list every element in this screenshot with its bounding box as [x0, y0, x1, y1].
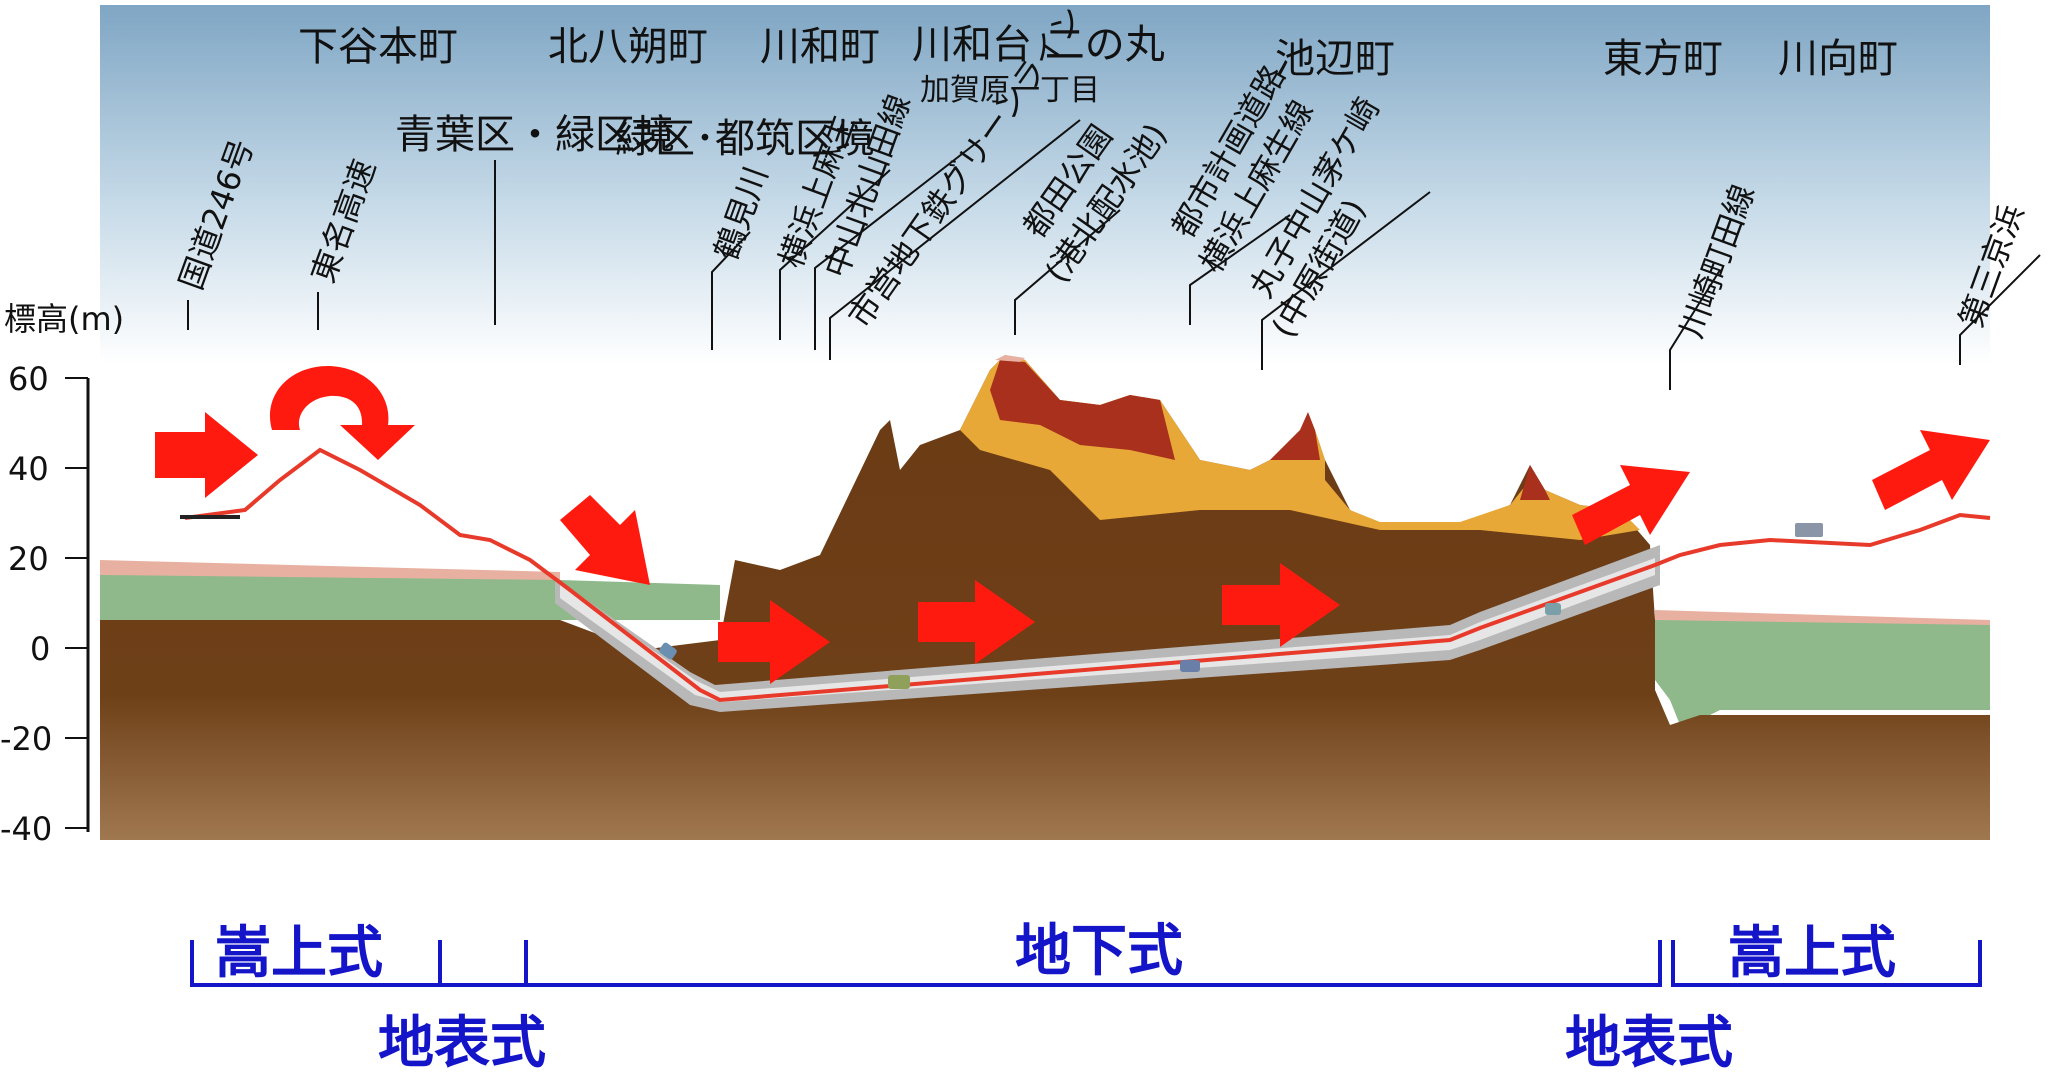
y-tick-label-60: 60: [8, 360, 49, 398]
flow-arrow-1: [155, 412, 258, 498]
town-shimoyamotocho: 下谷本町: [298, 24, 458, 70]
mode-underground: 地下式: [1015, 919, 1183, 984]
flow-arrow-5: [1222, 563, 1340, 647]
town-kawawacho: 川和町: [760, 24, 880, 70]
flow-arrow-6: [1572, 465, 1690, 545]
y-tick-label-0: 0: [30, 630, 50, 668]
flow-arrow-7: [1872, 430, 1990, 510]
leader-tsuzuki-park: [1014, 209, 1121, 335]
red-soil-layer: [990, 360, 1175, 460]
y-tick-label-40: 40: [8, 450, 49, 488]
leader-kawasaki: [1669, 269, 1721, 390]
leader-green-line: [829, 119, 1081, 360]
bracket-elevated-left: [190, 940, 442, 987]
town-kitahassakucho: 北八朔町: [548, 24, 708, 70]
town-ikenobecho: 池辺町: [1275, 36, 1395, 82]
car-icon-3: [1180, 660, 1200, 672]
boundary-aoba-midori: 青葉区・緑区境: [395, 112, 675, 158]
town-higashikatacho: 東方町: [1603, 36, 1723, 82]
sky-background: [100, 5, 1990, 365]
leader-tsurumigawa: [711, 231, 751, 350]
red-soil-layer-3: [1520, 465, 1550, 500]
tunnel-inner: [560, 558, 1655, 702]
tunnel-tube: [555, 545, 1660, 712]
bracket-underground: [526, 940, 1662, 987]
green-layer-right: [1655, 620, 1990, 725]
flow-arrow-4: [918, 580, 1035, 664]
car-icon-1: [659, 642, 677, 660]
truck-icon: [1795, 523, 1823, 537]
flow-arrow-3: [718, 600, 830, 684]
route-line: [184, 447, 1991, 703]
boundary-midori-tsuzuki: 緑区･都筑区境: [615, 116, 875, 162]
leader-nakayama-kitayamada: [814, 139, 981, 350]
y-tick-label-20: 20: [8, 540, 49, 578]
green-layer-left: [100, 575, 720, 620]
leader-daisan-keihin: [1959, 254, 2041, 365]
red-soil-layer-2: [1270, 412, 1320, 460]
town-kagahara: 加賀原一丁目: [920, 73, 1100, 108]
y-tick-label-minus20: -20: [0, 720, 52, 758]
mode-surface-left: 地表式: [378, 1011, 546, 1076]
mode-elevated-left: 嵩上式: [215, 921, 383, 986]
y-tick-label-minus40: -40: [0, 810, 52, 848]
car-icon-4: [1545, 603, 1561, 615]
flow-arrow-curved: [269, 365, 415, 460]
town-kawamukocho: 川向町: [1778, 36, 1898, 82]
flow-arrow-2: [560, 495, 650, 585]
bracket-elevated-right: [1671, 940, 1982, 987]
bridge-deck-left: [180, 515, 240, 519]
car-icon-2: [888, 675, 910, 689]
pink-cap: [995, 355, 1025, 362]
leader-maruko: [1261, 191, 1431, 370]
y-axis-title: 標高(m): [4, 300, 124, 338]
mode-elevated-right: 嵩上式: [1728, 921, 1896, 986]
town-kawawadai: 川和台 二の丸: [912, 22, 1165, 68]
mode-surface-right: 地表式: [1565, 1011, 1733, 1076]
earth-base: [100, 355, 1990, 840]
leader-city-road: [1189, 214, 1291, 325]
leader-yokohama-kamiasao: [779, 169, 891, 340]
bracket-surface-left: [440, 940, 528, 987]
